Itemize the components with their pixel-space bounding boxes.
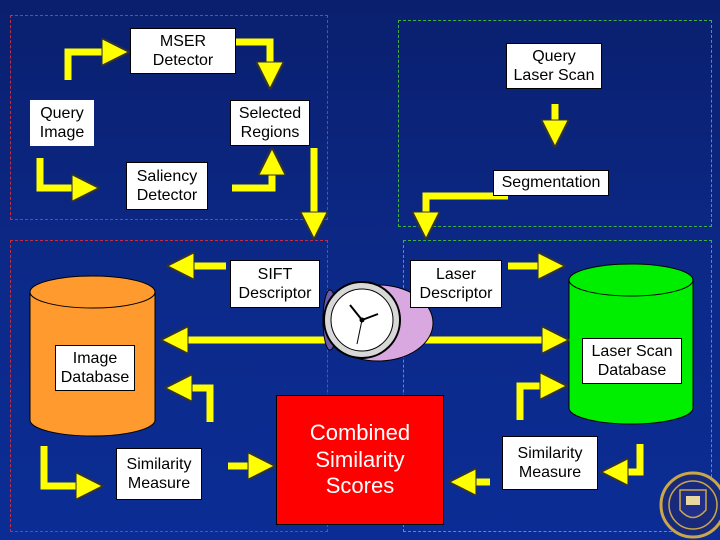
image-similarity-measure-node: Similarity Measure [116, 448, 202, 500]
laser-scan-database-label: Laser Scan Database [582, 338, 682, 384]
laser-descriptor-node: Laser Descriptor [410, 260, 502, 308]
laser-pipeline-region [398, 20, 712, 227]
arrow-mser-to-regions [236, 38, 270, 72]
query-laser-scan-node: Query Laser Scan [506, 43, 602, 89]
arrow-similarity-to-laser-db [516, 386, 550, 420]
laser-matching-region [403, 240, 712, 532]
mser-detector-node: MSER Detector [130, 28, 236, 74]
image-pipeline-region [10, 15, 328, 220]
selected-regions-node: Selected Regions [230, 100, 310, 146]
sift-descriptor-node: SIFT Descriptor [230, 260, 320, 308]
arrow-saliency-to-regions [232, 165, 272, 192]
image-database-label: Image Database [55, 345, 135, 391]
arrow-laser-db-to-similarity [618, 444, 644, 472]
combined-similarity-scores-node: Combined Similarity Scores [276, 395, 444, 525]
arrow-to-image-db-return [182, 388, 214, 422]
image-matching-region [10, 240, 328, 532]
arrow-image-to-mser [64, 52, 112, 80]
saliency-detector-node: Saliency Detector [126, 162, 208, 210]
segmentation-node: Segmentation [493, 170, 609, 196]
arrow-image-db-to-similarity [40, 446, 86, 486]
laser-similarity-measure-node: Similarity Measure [502, 436, 598, 490]
arrow-segmentation-to-laser-descriptor [426, 192, 508, 222]
arrow-image-to-saliency [36, 158, 82, 188]
query-image-node: Query Image [30, 100, 94, 146]
